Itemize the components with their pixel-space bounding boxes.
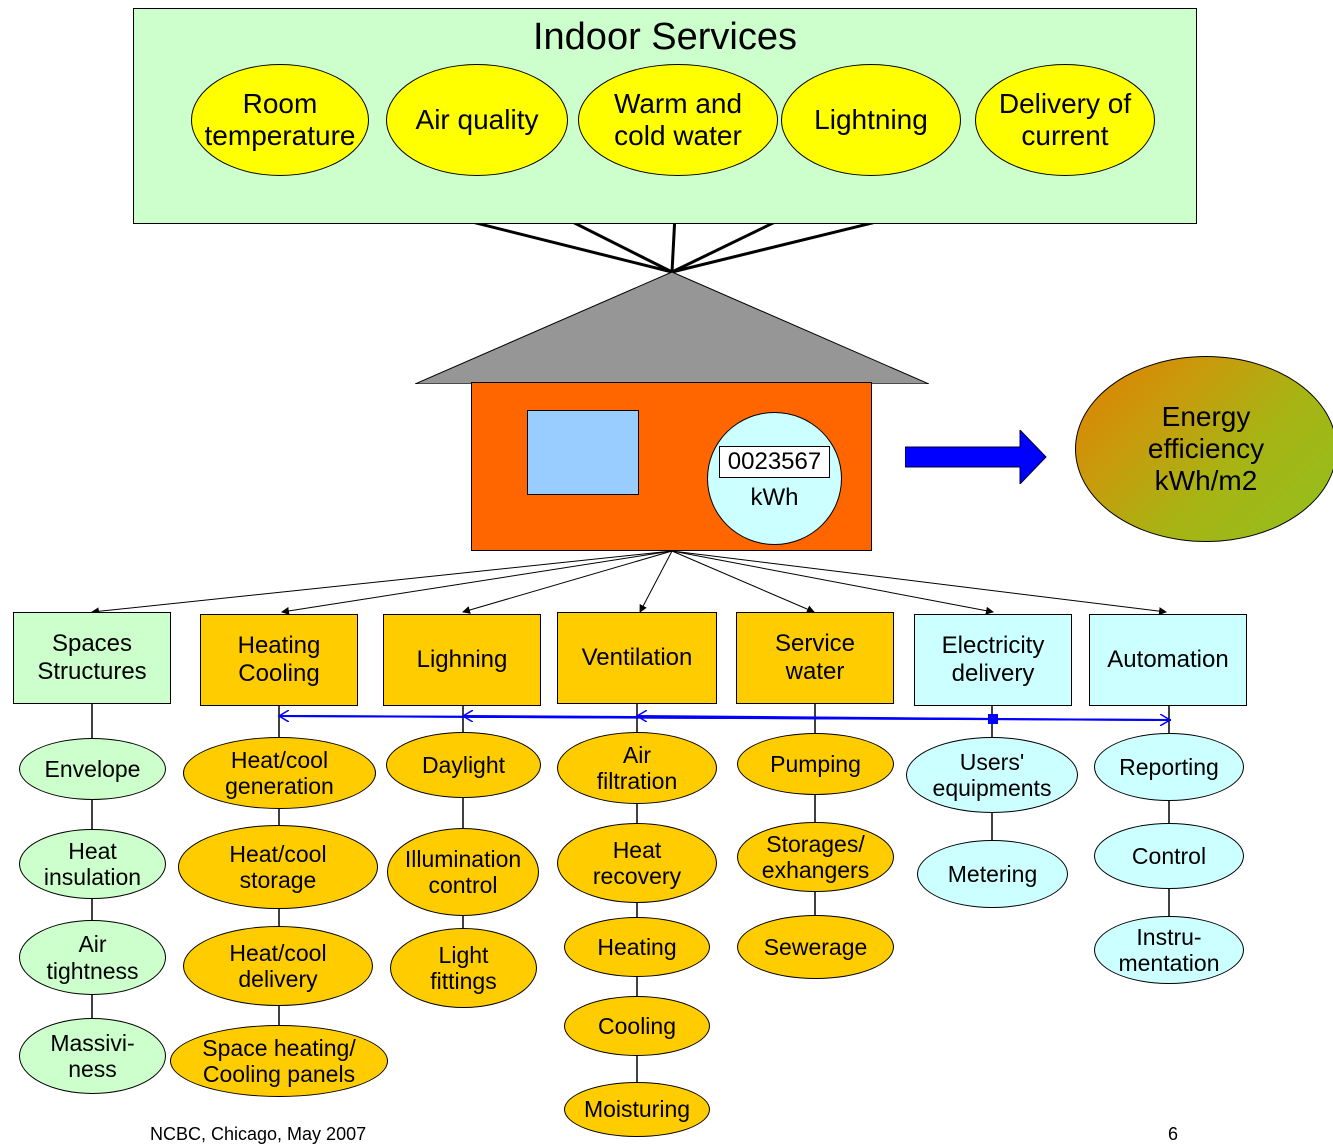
energy-meter <box>707 412 842 545</box>
meter-unit: kWh <box>750 484 799 511</box>
page-number: 6 <box>1168 1124 1179 1144</box>
category-service-water: Service water <box>736 612 894 704</box>
category-automation: Automation <box>1089 614 1247 706</box>
item-metering: Metering <box>917 840 1068 908</box>
item-pumping: Pumping <box>737 733 894 795</box>
meter-reading: 0023567 <box>719 446 830 478</box>
category-heating-cooling: Heating Cooling <box>200 614 358 706</box>
item-air-tightness: Air tightness <box>19 920 166 995</box>
house-window <box>527 410 639 495</box>
item-illumination-control: Illumination control <box>387 828 539 916</box>
item-storages-exhangers: Storages/ exhangers <box>737 822 894 892</box>
item-envelope: Envelope <box>19 738 166 800</box>
indoor-services-title: Indoor Services <box>532 16 797 58</box>
item-heat-cool-storage: Heat/cool storage <box>178 825 378 909</box>
output-arrow <box>905 430 1047 484</box>
category-ventilation: Ventilation <box>557 612 717 704</box>
category-electricity-delivery: Electricity delivery <box>914 614 1072 706</box>
item-light-fittings: Light fittings <box>390 928 537 1008</box>
service-lightning: Lightning <box>781 64 961 176</box>
item-heat-recovery: Heat recovery <box>557 823 717 903</box>
service-delivery-of-current: Delivery of current <box>975 64 1155 176</box>
item-moisturing: Moisturing <box>564 1082 710 1137</box>
item-massiviness: Massivi- ness <box>19 1018 166 1094</box>
item-air-filtration: Air filtration <box>557 732 717 804</box>
item-heat-insulation: Heat insulation <box>19 829 166 899</box>
item-heating: Heating <box>564 917 710 977</box>
item-space-heating-cooling-panels: Space heating/ Cooling panels <box>170 1025 388 1097</box>
item-instrumentation: Instru- mentation <box>1094 916 1244 984</box>
service-room-temperature: Room temperature <box>191 64 369 176</box>
footer-left: NCBC, Chicago, May 2007 <box>150 1124 367 1144</box>
energy-efficiency-label: Energy efficiency kWh/m2 <box>1147 400 1265 497</box>
item-control: Control <box>1094 823 1244 889</box>
category-arrows <box>91 550 1167 616</box>
item-heat-cool-generation: Heat/cool generation <box>183 737 376 809</box>
item-users-equipments: Users' equipments <box>906 737 1078 813</box>
item-cooling: Cooling <box>564 996 710 1056</box>
service-warm-cold-water: Warm and cold water <box>578 64 778 176</box>
item-daylight: Daylight <box>386 732 541 798</box>
category-lighning: Lighning <box>383 614 541 706</box>
category-spaces-structures: Spaces Structures <box>13 612 171 704</box>
service-air-quality: Air quality <box>386 64 568 176</box>
item-sewerage: Sewerage <box>737 915 894 979</box>
item-reporting: Reporting <box>1094 733 1244 801</box>
integration-line <box>279 714 1171 724</box>
house-roof <box>415 272 929 384</box>
item-heat-cool-delivery: Heat/cool delivery <box>183 926 373 1006</box>
energy-efficiency-ellipse: Energy efficiency kWh/m2 <box>1075 356 1333 542</box>
